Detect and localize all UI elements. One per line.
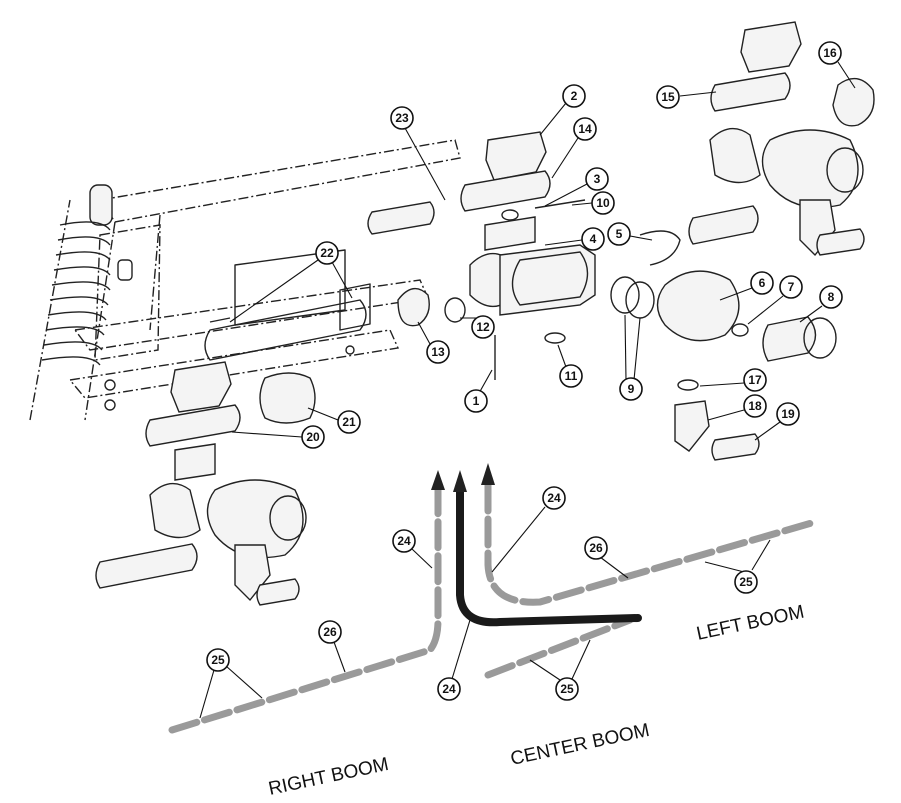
callout-9: 9 <box>619 377 643 401</box>
svg-text:6: 6 <box>759 276 766 290</box>
callout-18: 18 <box>743 394 767 418</box>
callout-22: 22 <box>315 241 339 265</box>
boom-frame <box>29 139 461 421</box>
svg-text:3: 3 <box>594 172 601 186</box>
callout-13: 13 <box>426 340 450 364</box>
callout-4: 4 <box>581 227 605 251</box>
callout-3: 3 <box>585 167 609 191</box>
callout-2: 2 <box>562 84 586 108</box>
callout-8: 8 <box>819 285 843 309</box>
upper-right-nozzle-assembly <box>709 21 875 257</box>
lower-left-nozzle-assembly <box>145 361 316 606</box>
svg-text:25: 25 <box>211 653 225 667</box>
svg-text:14: 14 <box>578 122 592 136</box>
callout-17: 17 <box>743 368 767 392</box>
svg-text:24: 24 <box>547 491 561 505</box>
arrow-head-left <box>431 470 445 490</box>
callout-11: 11 <box>559 364 583 388</box>
svg-text:16: 16 <box>823 46 837 60</box>
callout-24-upper: 24 <box>542 486 566 510</box>
callout-7: 7 <box>779 275 803 299</box>
callout-26-right-boom: 26 <box>318 620 342 644</box>
svg-text:2: 2 <box>571 89 578 103</box>
callout-24-left: 24 <box>392 529 416 553</box>
callout-5: 5 <box>607 222 631 246</box>
svg-text:8: 8 <box>828 290 835 304</box>
arrow-head-right <box>481 463 495 485</box>
callout-25-center-boom: 25 <box>555 677 579 701</box>
callout-23: 23 <box>390 106 414 130</box>
svg-text:22: 22 <box>320 246 334 260</box>
svg-text:9: 9 <box>628 382 635 396</box>
callout-10: 10 <box>591 191 615 215</box>
svg-text:25: 25 <box>560 682 574 696</box>
center-boom-label: CENTER BOOM <box>509 720 652 770</box>
svg-text:25: 25 <box>739 575 753 589</box>
left-boom-label: LEFT BOOM <box>695 602 806 645</box>
callout-21: 21 <box>337 410 361 434</box>
hoses <box>168 463 819 734</box>
callout-1: 1 <box>464 389 488 413</box>
svg-text:24: 24 <box>442 682 456 696</box>
callout-12: 12 <box>471 315 495 339</box>
svg-text:4: 4 <box>590 232 597 246</box>
right-boom-label: RIGHT BOOM <box>267 754 391 800</box>
callout-26-left-boom: 26 <box>584 536 608 560</box>
svg-text:18: 18 <box>748 399 762 413</box>
svg-text:17: 17 <box>748 373 762 387</box>
hose-pipes <box>95 201 759 589</box>
svg-text:26: 26 <box>323 625 337 639</box>
svg-text:26: 26 <box>589 541 603 555</box>
callout-19: 19 <box>776 402 800 426</box>
svg-text:20: 20 <box>306 430 320 444</box>
svg-text:15: 15 <box>661 90 675 104</box>
svg-text:23: 23 <box>395 111 409 125</box>
svg-text:11: 11 <box>565 369 578 383</box>
svg-text:21: 21 <box>342 415 356 429</box>
svg-text:7: 7 <box>788 280 795 294</box>
arrow-head-center <box>453 470 467 492</box>
center-nozzle-assembly <box>460 131 837 461</box>
svg-text:12: 12 <box>476 320 490 334</box>
svg-text:13: 13 <box>431 345 445 359</box>
callout-24-lower: 24 <box>437 677 461 701</box>
callout-25-right-boom: 25 <box>206 648 230 672</box>
callout-25-left-boom: 25 <box>734 570 758 594</box>
svg-text:24: 24 <box>397 534 411 548</box>
callouts: 1 2 3 4 5 6 7 8 9 10 11 12 <box>199 41 856 719</box>
callout-20: 20 <box>301 425 325 449</box>
svg-text:5: 5 <box>616 227 623 241</box>
callout-16: 16 <box>818 41 842 65</box>
spring <box>41 184 113 366</box>
callout-6: 6 <box>750 271 774 295</box>
svg-text:1: 1 <box>473 394 480 408</box>
callout-14: 14 <box>573 117 597 141</box>
mount-bracket-assembly <box>204 249 466 361</box>
svg-text:19: 19 <box>781 407 795 421</box>
svg-text:10: 10 <box>596 196 610 210</box>
callout-15: 15 <box>656 85 680 109</box>
